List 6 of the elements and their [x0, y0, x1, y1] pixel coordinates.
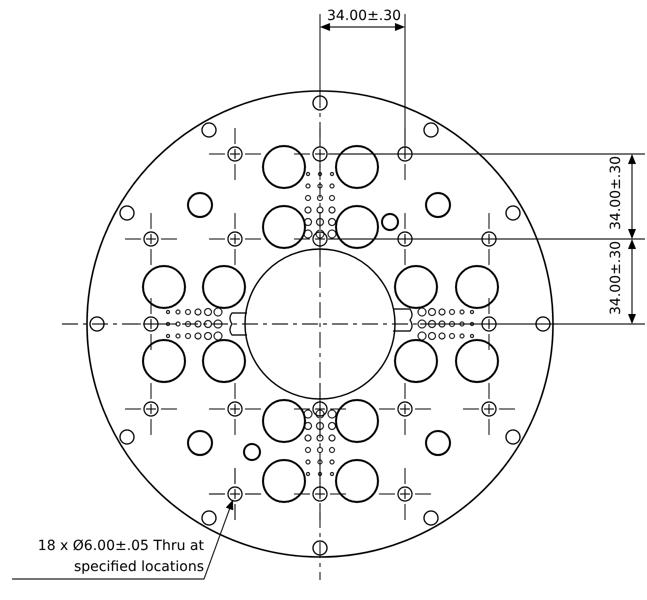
dimension-text: 34.00±.30 [327, 8, 402, 24]
through-hole [227, 486, 243, 502]
leader-line [12, 500, 234, 580]
dimension-text: 34.00±.30 [608, 240, 624, 315]
dimension-text: 34.00±.30 [608, 156, 624, 230]
note-text: 18 x Ø6.00±.05 Thru at specified locations [12, 536, 204, 578]
